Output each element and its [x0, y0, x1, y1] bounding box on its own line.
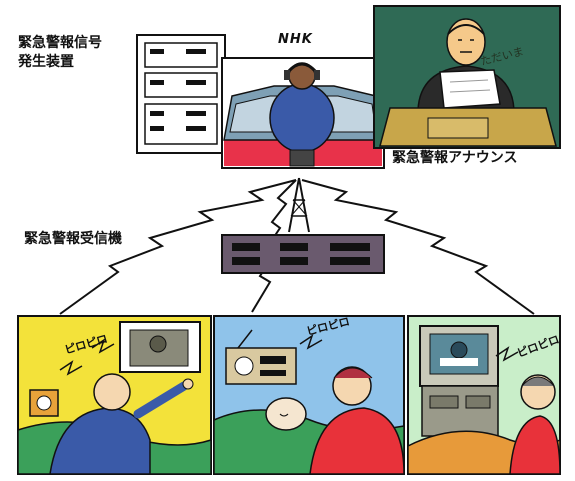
signal-generator-label-line1: 緊急警報信号 [18, 35, 102, 51]
room-left [17, 315, 212, 475]
signal-generator-device [136, 34, 226, 154]
room-center [213, 315, 405, 475]
announcer-panel [373, 5, 561, 149]
broadcast-tower [288, 177, 310, 233]
studio-panel [221, 57, 385, 169]
emergency-receiver-box [221, 234, 385, 274]
broadcaster-label: NHK [278, 32, 313, 47]
signal-generator-label-line2: 発生装置 [18, 54, 74, 70]
announcement-label: 緊急警報アナウンス [392, 150, 518, 166]
room-right [407, 315, 561, 475]
receiver-label: 緊急警報受信機 [24, 231, 122, 247]
